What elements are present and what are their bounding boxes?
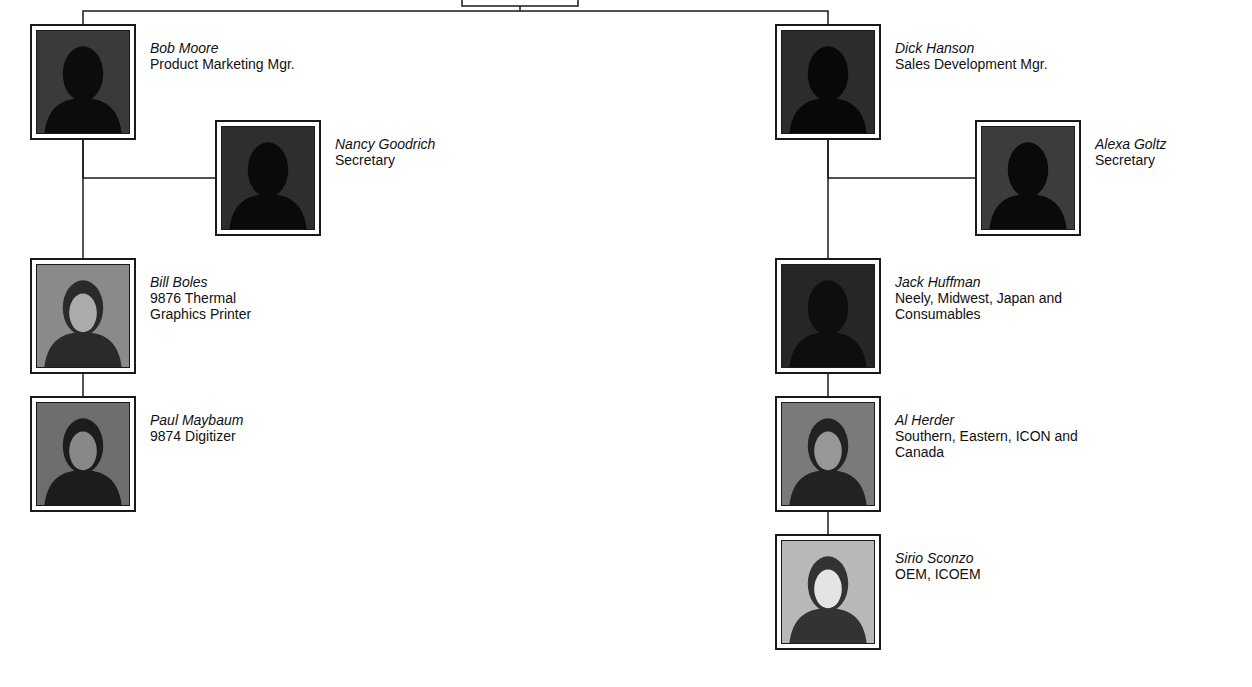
photo-ground [782, 403, 874, 505]
person-role: Sales Development Mgr. [895, 56, 1095, 72]
face-tone [69, 294, 97, 333]
silhouette-head [63, 46, 103, 101]
person-frame: Bob MooreProduct Marketing Mgr. [30, 24, 136, 140]
org-connector [82, 140, 84, 258]
portrait-photo [781, 30, 875, 134]
person-frame: Jack HuffmanNeely, Midwest, Japan and Co… [775, 258, 881, 374]
person-name: Dick Hanson [895, 40, 1095, 56]
portrait-photo [781, 540, 875, 644]
person-frame: Al HerderSouthern, Eastern, ICON and Can… [775, 396, 881, 512]
silhouette-shoulders [789, 608, 866, 643]
photo-ground [37, 31, 129, 133]
photo-ground [982, 127, 1074, 229]
person-role: OEM, ICOEM [895, 566, 1045, 582]
photo-ground [37, 403, 129, 505]
org-connector [82, 374, 84, 396]
portrait-photo [36, 402, 130, 506]
org-connector [827, 374, 829, 396]
person-role: 9876 Thermal Graphics Printer [150, 290, 268, 322]
top-branch-line [83, 11, 828, 24]
person-name: Paul Maybaum [150, 412, 300, 428]
person-role: 9874 Digitizer [150, 428, 300, 444]
org-connector [827, 140, 829, 258]
person-role: Southern, Eastern, ICON and Canada [895, 428, 1085, 460]
caption-block: Bill Boles9876 Thermal Graphics Printer [150, 274, 268, 322]
person-role: Neely, Midwest, Japan and Consumables [895, 290, 1080, 322]
silhouette-head [808, 280, 848, 335]
person-frame: Sirio SconzoOEM, ICOEM [775, 534, 881, 650]
silhouette-head [248, 142, 288, 197]
person-name: Alexa Goltz [1095, 136, 1245, 152]
parent-box-stub [462, 0, 578, 6]
caption-block: Jack HuffmanNeely, Midwest, Japan and Co… [895, 274, 1080, 322]
org-connector [83, 140, 215, 178]
person-name: Bill Boles [150, 274, 268, 290]
silhouette-head [808, 418, 848, 473]
person-frame: Nancy GoodrichSecretary [215, 120, 321, 236]
person-name: Nancy Goodrich [335, 136, 485, 152]
silhouette-shoulders [44, 332, 121, 367]
person-role: Product Marketing Mgr. [150, 56, 340, 72]
face-tone [814, 432, 842, 471]
silhouette-shoulders [44, 98, 121, 133]
portrait-photo [981, 126, 1075, 230]
person-name: Jack Huffman [895, 274, 1080, 290]
silhouette-shoulders [789, 470, 866, 505]
silhouette-head [63, 418, 103, 473]
silhouette-shoulders [789, 332, 866, 367]
silhouette-head [808, 46, 848, 101]
caption-block: Bob MooreProduct Marketing Mgr. [150, 40, 340, 72]
person-frame: Alexa GoltzSecretary [975, 120, 1081, 236]
silhouette-head [808, 556, 848, 611]
caption-block: Alexa GoltzSecretary [1095, 136, 1245, 168]
org-connector [828, 140, 975, 178]
person-name: Bob Moore [150, 40, 340, 56]
photo-ground [782, 31, 874, 133]
caption-block: Sirio SconzoOEM, ICOEM [895, 550, 1045, 582]
silhouette-shoulders [789, 98, 866, 133]
person-role: Secretary [1095, 152, 1245, 168]
photo-ground [782, 265, 874, 367]
portrait-photo [36, 264, 130, 368]
person-name: Al Herder [895, 412, 1085, 428]
person-frame: Paul Maybaum9874 Digitizer [30, 396, 136, 512]
face-tone [69, 432, 97, 471]
caption-block: Dick HansonSales Development Mgr. [895, 40, 1095, 72]
portrait-photo [781, 402, 875, 506]
portrait-photo [36, 30, 130, 134]
portrait-photo [221, 126, 315, 230]
silhouette-head [63, 280, 103, 335]
org-connector [827, 512, 829, 534]
silhouette-shoulders [229, 194, 306, 229]
silhouette-shoulders [989, 194, 1066, 229]
caption-block: Paul Maybaum9874 Digitizer [150, 412, 300, 444]
face-tone [814, 570, 842, 609]
person-frame: Dick HansonSales Development Mgr. [775, 24, 881, 140]
photo-ground [37, 265, 129, 367]
photo-ground [782, 541, 874, 643]
caption-block: Nancy GoodrichSecretary [335, 136, 485, 168]
person-role: Secretary [335, 152, 485, 168]
person-name: Sirio Sconzo [895, 550, 1045, 566]
silhouette-head [1008, 142, 1048, 197]
person-frame: Bill Boles9876 Thermal Graphics Printer [30, 258, 136, 374]
caption-block: Al HerderSouthern, Eastern, ICON and Can… [895, 412, 1085, 460]
portrait-photo [781, 264, 875, 368]
photo-ground [222, 127, 314, 229]
silhouette-shoulders [44, 470, 121, 505]
